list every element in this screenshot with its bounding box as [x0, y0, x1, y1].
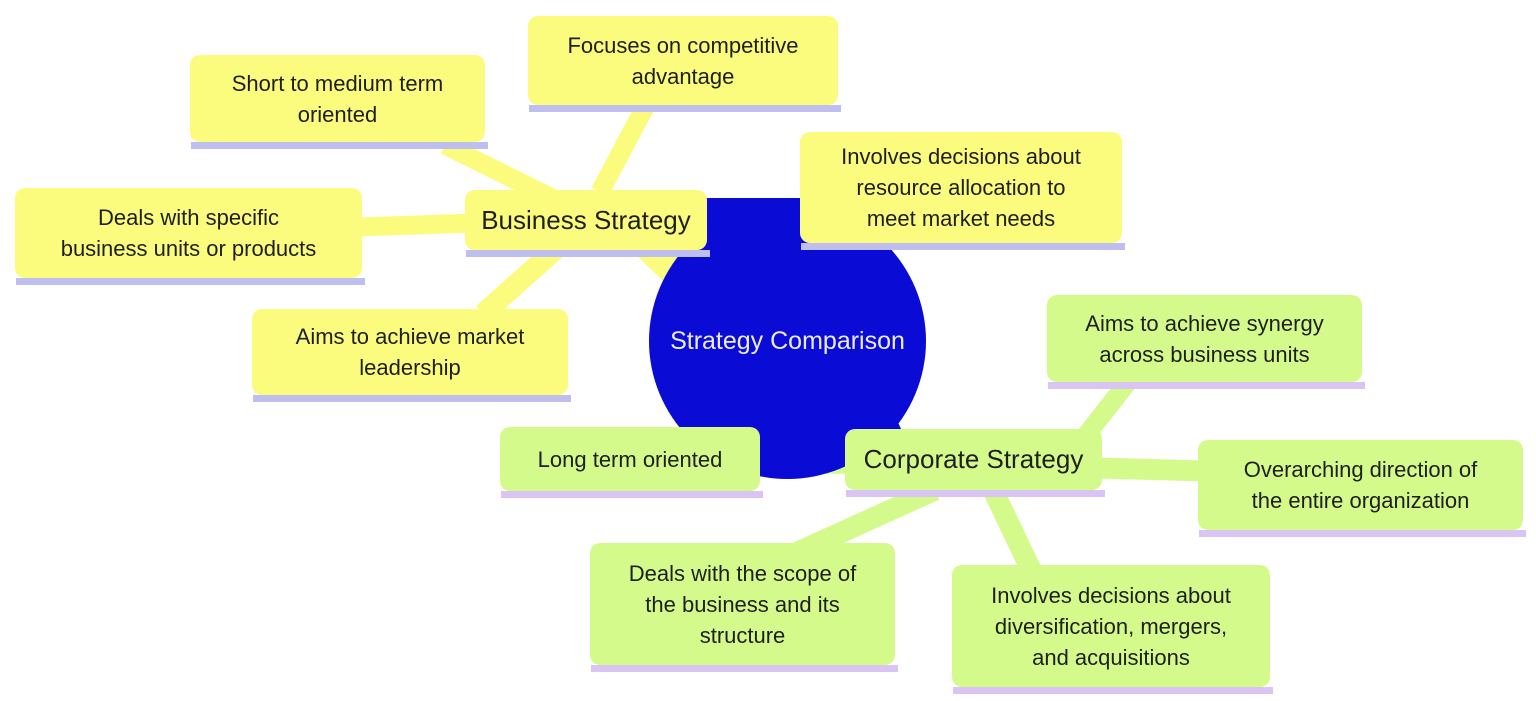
edge-corporate-leaf-overarching: [1097, 457, 1206, 482]
leaf-node-scope-structure: Deals with the scope of the business and…: [590, 543, 898, 672]
branch-node-corporate-strategy: Corporate Strategy: [845, 429, 1105, 497]
leaf-node-resource-allocation: Involves decisions about resource alloca…: [800, 132, 1125, 250]
leaf-label: Aims to achieve market leadership: [295, 324, 525, 380]
branch-node-business-strategy: Business Strategy: [465, 190, 710, 257]
root-label: Strategy Comparison: [670, 326, 905, 355]
leaf-label: Short to medium term oriented: [231, 70, 444, 127]
leaf-label: Aims to achieve synergy across business …: [1085, 310, 1324, 367]
leaf-node-long-term-oriented: Long term oriented: [500, 427, 763, 498]
leaf-label: Deals with the scope of the business and…: [628, 560, 857, 648]
leaf-node-market-leadership: Aims to achieve market leadership: [252, 309, 571, 402]
leaf-node-overarching-direction: Overarching direction of the entire orga…: [1198, 440, 1526, 537]
edge-corporate-leaf-scope: [793, 480, 940, 562]
leaf-node-short-to-medium-term: Short to medium term oriented: [190, 55, 488, 149]
leaf-node-synergy: Aims to achieve synergy across business …: [1047, 295, 1365, 389]
leaf-label: Involves decisions about resource alloca…: [841, 144, 1081, 231]
leaf-label: Involves decisions about diversification…: [991, 582, 1231, 670]
leaf-node-competitive-advantage: Focuses on competitive advantage: [528, 16, 841, 112]
edge-business-leaf-specific-units: [357, 213, 476, 237]
leaf-label: Long term oriented: [537, 446, 723, 472]
branch-label: Business Strategy: [481, 204, 691, 235]
edge-business-leaf-competitive: [591, 100, 655, 197]
leaf-node-diversification-mergers: Involves decisions about diversification…: [952, 565, 1273, 694]
leaf-label: Overarching direction of the entire orga…: [1243, 457, 1478, 513]
leaf-node-specific-business-units: Deals with specific business units or pr…: [15, 188, 365, 285]
edge-corporate-leaf-diversification: [983, 485, 1042, 577]
leaf-label: Focuses on competitive advantage: [567, 32, 799, 89]
branch-label: Corporate Strategy: [863, 444, 1084, 474]
edge-business-leaf-market-leadership: [476, 239, 565, 322]
leaf-label: Deals with specific business units or pr…: [60, 205, 317, 261]
